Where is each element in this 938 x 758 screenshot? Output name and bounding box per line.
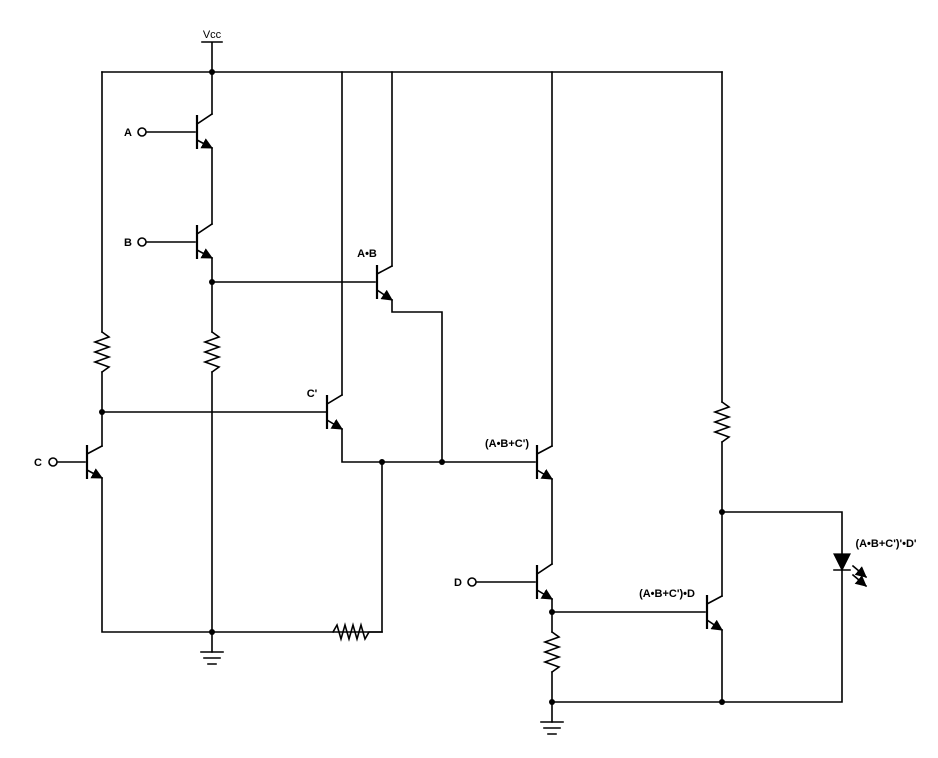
wires	[56, 71, 843, 723]
resistor-r3	[331, 622, 383, 642]
junction-dots	[99, 69, 725, 705]
input-label-c: C	[34, 457, 42, 469]
transistor-abc	[535, 444, 554, 481]
input-label-b: B	[124, 237, 132, 249]
node-label-abc: (A•B+C')	[485, 438, 529, 450]
output-label: (A•B+C')'•D'	[855, 538, 916, 550]
node-label-ab: A•B	[357, 248, 377, 260]
resistors	[92, 330, 732, 674]
transistor-a	[195, 112, 214, 150]
transistor-ab	[375, 264, 394, 302]
node-label-abcd: (A•B+C')•D	[639, 588, 695, 600]
ground-icon	[200, 651, 224, 665]
resistor-r4	[542, 630, 562, 674]
transistor-abcd	[705, 594, 724, 632]
resistor-r1	[92, 330, 112, 374]
input-terminal-b[interactable]	[137, 237, 147, 247]
transistor-c-not	[325, 393, 344, 431]
input-label-a: A	[124, 127, 132, 139]
input-terminal-c[interactable]	[48, 457, 58, 467]
vcc-supply: Vcc	[201, 29, 223, 73]
resistor-r2	[202, 330, 222, 374]
led-icon	[833, 553, 868, 588]
resistor-r5	[712, 400, 732, 444]
input-terminal-d[interactable]	[467, 577, 477, 587]
ground-icon	[540, 721, 564, 735]
input-label-d: D	[454, 577, 462, 589]
transistor-b	[195, 222, 214, 260]
node-label-c-not: C'	[307, 388, 318, 400]
transistor-d	[535, 562, 554, 601]
transistor-c	[85, 444, 104, 480]
input-terminal-a[interactable]	[137, 127, 147, 137]
vcc-label: Vcc	[203, 29, 222, 41]
